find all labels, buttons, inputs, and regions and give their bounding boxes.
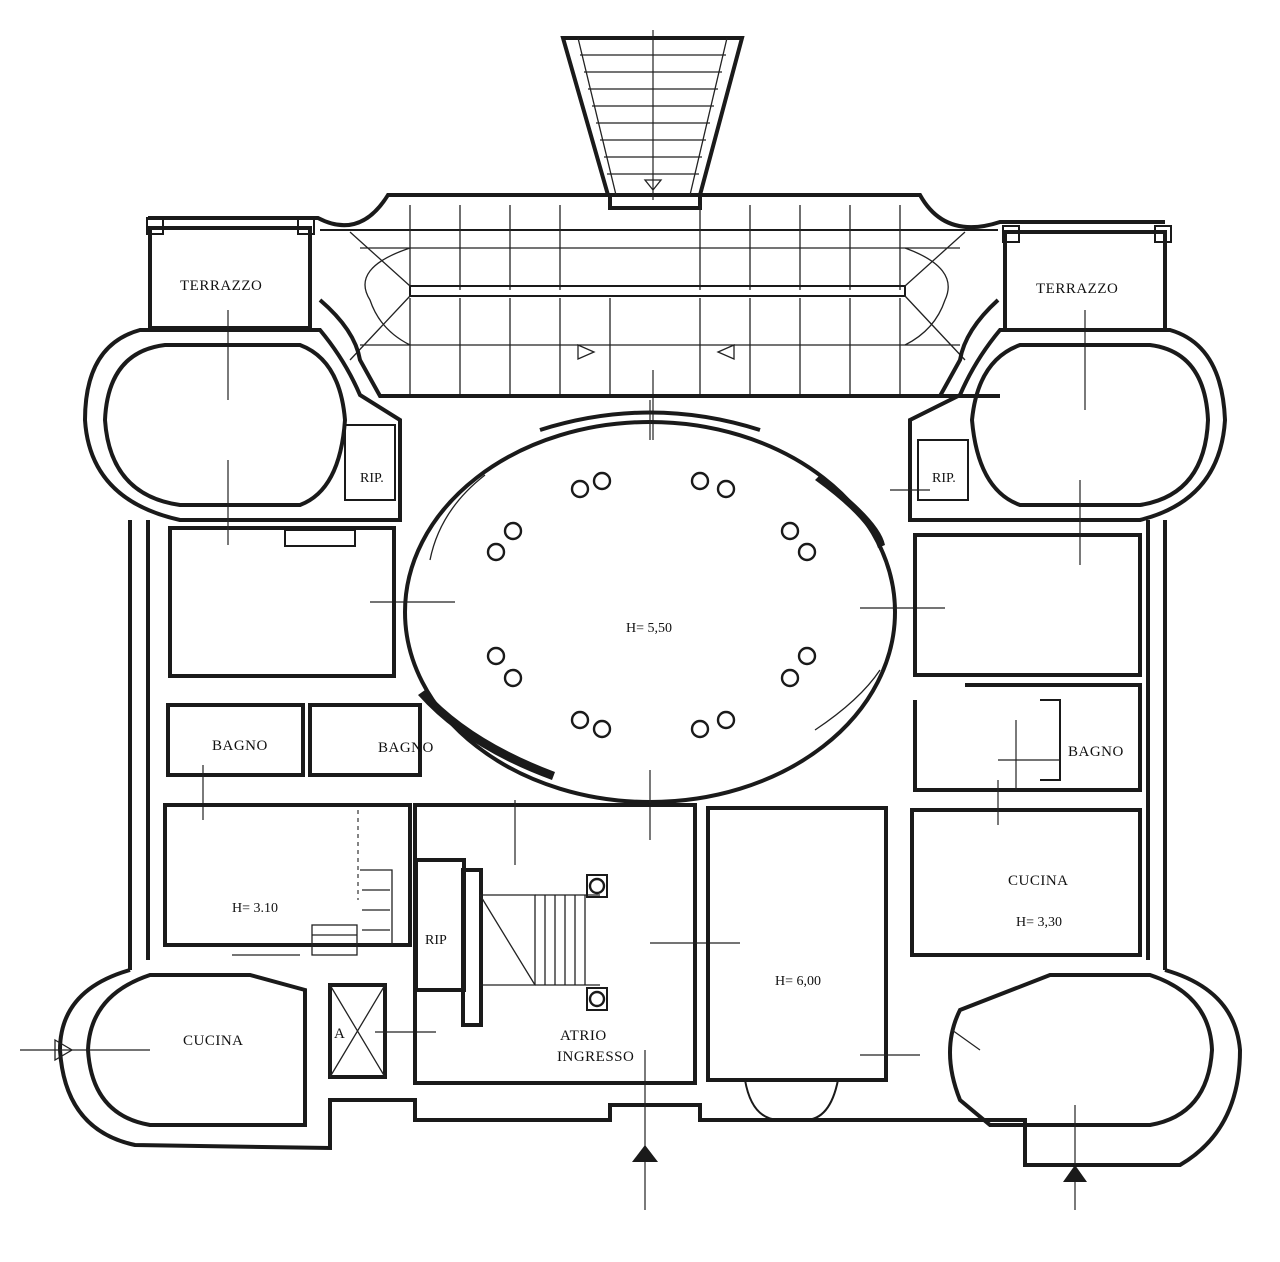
label-room-sw-height: H= 3.10	[232, 901, 278, 916]
right-wing	[890, 439, 1142, 1210]
label-cucina-right: CUCINA	[1008, 873, 1069, 889]
left-wing	[20, 424, 436, 1079]
label-lift: A	[334, 1026, 345, 1042]
central-south	[413, 800, 920, 1210]
label-atrio: ATRIO	[560, 1028, 607, 1044]
label-ingresso: INGRESSO	[557, 1049, 634, 1065]
label-rip-left: RIP.	[360, 471, 384, 486]
hall-columns	[486, 471, 817, 739]
label-cucina-left: CUCINA	[183, 1033, 244, 1049]
room-labels: TERRAZZO TERRAZZO RIP. RIP. H= 5,50 BAGN…	[180, 278, 1124, 1065]
label-central-height: H= 6,00	[775, 974, 821, 989]
oval-hall	[370, 400, 945, 840]
terrace-left	[146, 217, 315, 400]
label-terrazzo-left: TERRAZZO	[180, 278, 262, 294]
terrace-right	[1002, 225, 1172, 410]
label-rip-stair: RIP	[425, 933, 447, 948]
label-bagno-1: BAGNO	[212, 738, 268, 754]
label-bagno-2: BAGNO	[378, 740, 434, 756]
north-stair	[560, 30, 745, 200]
north-terrace	[148, 193, 1165, 440]
label-hall-height: H= 5,50	[626, 621, 672, 636]
label-rip-right: RIP.	[932, 471, 956, 486]
label-terrazzo-right: TERRAZZO	[1036, 281, 1118, 297]
label-cucina-right-height: H= 3,30	[1016, 915, 1062, 930]
label-bagno-3: BAGNO	[1068, 744, 1124, 760]
building-envelope	[57, 328, 1243, 1167]
